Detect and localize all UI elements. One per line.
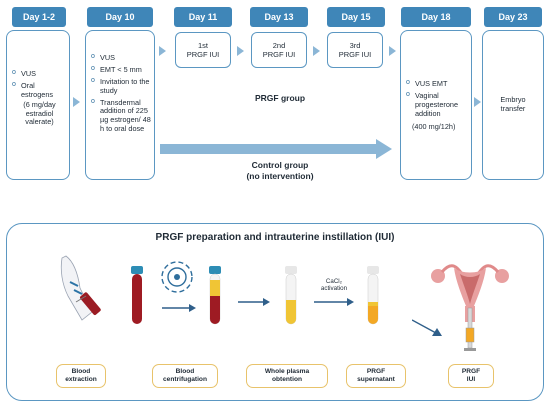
vus-item: VUS bbox=[12, 69, 65, 79]
day-header-10: Day 10 bbox=[87, 7, 153, 27]
step-label-2: centrifugation bbox=[163, 376, 207, 383]
step-label-1: Blood bbox=[175, 368, 195, 376]
step-label-2: IUI bbox=[466, 376, 476, 383]
arrow-right-icon bbox=[162, 304, 196, 312]
day-10-box: VUS EMT < 5 mm Invitation to the study T… bbox=[85, 30, 155, 180]
arrow-down-right-icon bbox=[412, 319, 442, 336]
day-header-23: Day 23 bbox=[484, 7, 542, 27]
iui-number: 3rd bbox=[349, 40, 361, 50]
transdermal-item: Transdermal addition of 225 µg estrogen/… bbox=[91, 98, 151, 135]
panel-title: PRGF preparation and intrauterine instil… bbox=[155, 232, 395, 243]
plasma-tube-icon bbox=[285, 266, 297, 325]
cacl2-text: CaCl₂ bbox=[325, 278, 343, 285]
iui-label: PRGF IUI bbox=[338, 50, 372, 59]
arrow-right-icon bbox=[474, 97, 481, 107]
step-label-1: Blood bbox=[71, 368, 91, 376]
iui-box-2: 2nd PRGF IUI bbox=[251, 32, 307, 68]
prgf-supernatant-step: PRGF supernatant bbox=[346, 364, 406, 388]
invitation-item: Invitation to the study bbox=[91, 77, 151, 96]
arrow-right-icon bbox=[314, 298, 354, 306]
iui-label: PRGF IUI bbox=[262, 50, 296, 59]
prgf-supernatant-tube-icon bbox=[367, 266, 379, 325]
oral-estrogens-item: Oral estrogens bbox=[12, 81, 65, 100]
arrow-right-icon bbox=[159, 46, 166, 56]
iui-label: PRGF IUI bbox=[186, 50, 220, 59]
iui-box-1: 1st PRGF IUI bbox=[175, 32, 231, 68]
cacl2-label: CaCl₂ activation bbox=[311, 278, 357, 293]
arrow-right-icon bbox=[389, 46, 396, 56]
day-header-13: Day 13 bbox=[250, 7, 308, 27]
embryo-transfer-label-1: Embryo bbox=[500, 95, 526, 105]
step-label-1: PRGF bbox=[461, 368, 481, 376]
blood-centrifugation-step: Blood centrifugation bbox=[152, 364, 218, 388]
progesterone-dose: (400 mg/12h) bbox=[412, 121, 456, 131]
vaginal-progesterone-item: Vaginal progesterone addition bbox=[406, 91, 468, 119]
day-header-18: Day 18 bbox=[401, 7, 471, 27]
day-header-15: Day 15 bbox=[327, 7, 385, 27]
activation-text: activation bbox=[320, 285, 348, 293]
step-label-2: extraction bbox=[65, 376, 97, 383]
prgf-iui-step: PRGF IUI bbox=[448, 364, 494, 388]
day-1-2-box: VUS Oral estrogens (6 mg/day estradiol v… bbox=[6, 30, 70, 180]
vus-emt-item: VUS EMT bbox=[406, 79, 468, 89]
embryo-transfer-box: Embryo transfer bbox=[482, 30, 544, 180]
blood-extraction-illustration bbox=[60, 255, 101, 321]
step-label-2: supernatant bbox=[357, 376, 395, 383]
arrow-right-icon bbox=[313, 46, 320, 56]
emt-item: EMT < 5 mm bbox=[91, 65, 151, 75]
iui-number: 1st bbox=[197, 40, 208, 50]
iui-box-3: 3rd PRGF IUI bbox=[327, 32, 383, 68]
arrow-right-icon bbox=[73, 97, 80, 107]
step-label-2: obtention bbox=[271, 376, 303, 383]
vus-item: VUS bbox=[91, 53, 151, 63]
prgf-preparation-panel bbox=[6, 223, 544, 401]
arrow-right-icon bbox=[237, 46, 244, 56]
iui-number: 2nd bbox=[272, 40, 286, 50]
control-group-arrow bbox=[160, 139, 392, 159]
control-group-title: Control group bbox=[251, 160, 309, 170]
arrow-right-icon bbox=[238, 298, 270, 306]
blood-extraction-step: Blood extraction bbox=[56, 364, 106, 388]
day-18-box: VUS EMT Vaginal progesterone addition (4… bbox=[400, 30, 472, 180]
prgf-group-label: PRGF group bbox=[254, 93, 306, 103]
embryo-transfer-label-2: transfer bbox=[500, 104, 526, 113]
centrifuged-tube-icon bbox=[209, 266, 221, 325]
step-label-1: Whole plasma bbox=[264, 368, 310, 376]
blood-tube-icon bbox=[131, 266, 143, 324]
control-group-note: (no intervention) bbox=[246, 170, 314, 181]
whole-plasma-obtention-step: Whole plasma obtention bbox=[246, 364, 328, 388]
uterus-illustration bbox=[431, 264, 509, 351]
control-group-label: Control group (no intervention) bbox=[230, 160, 330, 181]
day-header-1-2: Day 1-2 bbox=[12, 7, 66, 27]
estradiol-dose: (6 mg/day estradiol valerate) bbox=[23, 99, 56, 127]
centrifuge-icon bbox=[161, 261, 193, 293]
step-label-1: PRGF bbox=[366, 368, 386, 376]
day-header-11: Day 11 bbox=[174, 7, 232, 27]
